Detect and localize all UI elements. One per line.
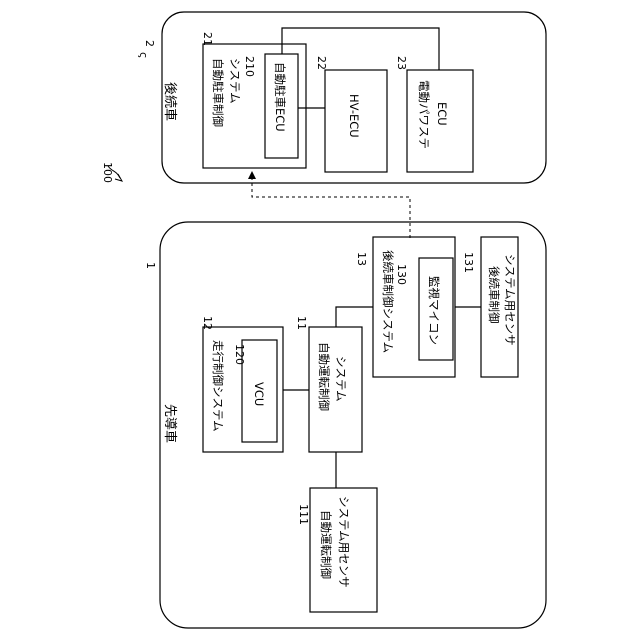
follow-system-label: 後続車制御システム bbox=[381, 250, 395, 353]
auto-drive-sensor-line1: 自動運転制御 bbox=[319, 510, 333, 579]
auto-drive-sensor-line2: システム用センサ bbox=[337, 496, 351, 588]
lead-vehicle-title: 先導車 bbox=[162, 404, 177, 443]
eps-ecu-line2: ECU bbox=[435, 102, 449, 126]
follow-sensor-ref: 131 bbox=[462, 252, 475, 273]
auto-drive-sensor-ref: 111 bbox=[297, 504, 310, 525]
remote-link-dashed bbox=[252, 175, 410, 238]
monitor-ref: 130 bbox=[395, 264, 408, 285]
following-vehicle-ref: 2 bbox=[143, 40, 156, 47]
auto-drive-system-line1: 自動運転制御 bbox=[317, 342, 331, 411]
parking-ecu-label: 自動駐車ECU bbox=[273, 62, 287, 132]
hv-ecu-label: HV-ECU bbox=[347, 94, 361, 138]
system-ref-label: 100 bbox=[101, 162, 114, 183]
follow-sensor-line2: システム用センサ bbox=[503, 254, 517, 346]
eps-ecu-line1: 電動パワステ bbox=[417, 80, 431, 149]
travel-system-label: 走行制御システム bbox=[211, 340, 225, 432]
follow-system-ref: 13 bbox=[355, 252, 368, 266]
parking-system-line2: システム bbox=[228, 58, 242, 104]
travel-system-ref: 12 bbox=[201, 316, 214, 330]
link-autodrive-follow bbox=[336, 307, 373, 327]
following-vehicle-title: 後続車 bbox=[162, 82, 177, 121]
following-vehicle-ref-hook: ς bbox=[137, 52, 150, 58]
lead-vehicle-ref: 1 bbox=[144, 262, 157, 269]
follow-sensor-line1: 後続車制御 bbox=[487, 266, 501, 324]
parking-system-ref: 21 bbox=[201, 32, 214, 46]
monitor-label: 監視マイコン bbox=[427, 276, 441, 345]
vcu-ref: 120 bbox=[233, 344, 246, 365]
auto-drive-system-line2: システム bbox=[334, 356, 348, 402]
hv-ecu-ref: 22 bbox=[315, 56, 328, 70]
parking-system-line1: 自動駐車制御 bbox=[211, 58, 225, 127]
parking-ecu-ref: 210 bbox=[243, 56, 256, 77]
eps-ecu-ref: 23 bbox=[395, 56, 408, 70]
vcu-label: VCU bbox=[252, 382, 266, 406]
system-ref-arrow bbox=[115, 174, 122, 181]
auto-drive-system-ref: 11 bbox=[295, 316, 308, 330]
